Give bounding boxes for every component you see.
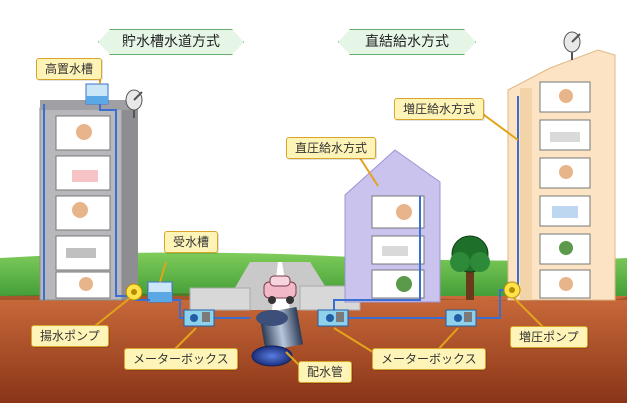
direct-system-banner: 直結給水方式 bbox=[338, 29, 476, 55]
pipes bbox=[43, 96, 519, 319]
water-tank-icon bbox=[85, 83, 109, 105]
pump-icon bbox=[125, 283, 143, 301]
booster-system-label: 増圧給水方式 bbox=[394, 98, 485, 120]
purple-building-windows bbox=[371, 195, 425, 299]
distribution-pipe-label: 配水管 bbox=[298, 361, 353, 383]
gray-building-windows bbox=[55, 115, 111, 299]
car-icon bbox=[263, 275, 297, 304]
water-tank-icon bbox=[147, 281, 173, 303]
antenna-icon bbox=[563, 31, 581, 60]
peach-building-windows bbox=[539, 81, 591, 299]
meter-box-right-label: メーターボックス bbox=[372, 348, 486, 370]
meter-icon bbox=[317, 309, 349, 327]
meter-icon bbox=[183, 309, 215, 327]
tank-system-banner-label: 貯水槽水道方式 bbox=[122, 34, 220, 50]
booster-pump-label: 増圧ポンプ bbox=[510, 326, 588, 348]
antenna-icon bbox=[125, 89, 143, 118]
distribution-pipe bbox=[251, 306, 304, 367]
tank-system-banner: 貯水槽水道方式 bbox=[98, 29, 244, 55]
meter-icon bbox=[445, 309, 477, 327]
direct-system-banner-label: 直結給水方式 bbox=[365, 34, 449, 50]
tree-icon bbox=[450, 235, 490, 300]
direct-pressure-label: 直圧給水方式 bbox=[286, 137, 377, 159]
elevated-tank-label: 高置水槽 bbox=[36, 58, 103, 80]
pump-left-label: 揚水ポンプ bbox=[31, 325, 109, 347]
receiving-tank-label: 受水槽 bbox=[164, 231, 219, 253]
pump-icon bbox=[503, 281, 521, 299]
meter-box-left-label: メーターボックス bbox=[124, 348, 238, 370]
leader-lines bbox=[89, 72, 547, 367]
